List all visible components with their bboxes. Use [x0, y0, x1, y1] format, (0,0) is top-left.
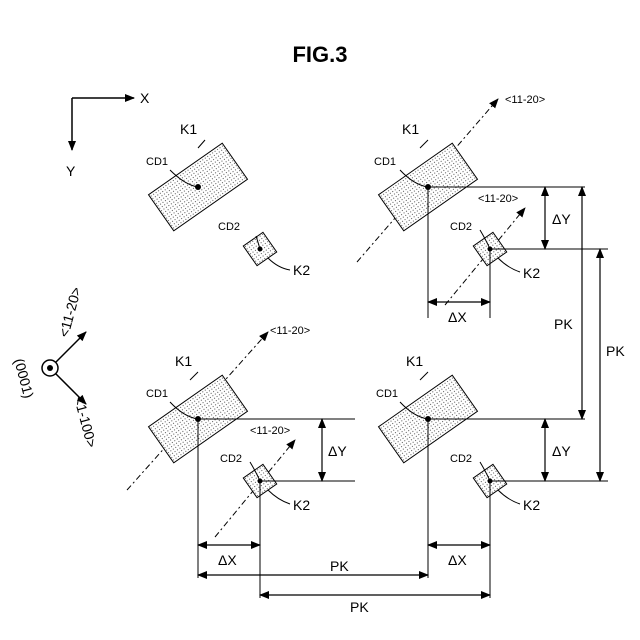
k1-leader [198, 140, 205, 148]
normal-direction-dot [47, 365, 53, 371]
k2-label: K2 [293, 497, 310, 513]
panel-bottom-left: K1 CD1 CD2 K2 <11-20> <11-20> ΔY ΔX [127, 325, 355, 598]
k1-leader [420, 140, 428, 148]
pk-vertical-2-label: PK [606, 343, 625, 359]
orientation-dir2-label: <1-100> [71, 395, 100, 450]
pk-horizontal-1-label: PK [330, 558, 349, 574]
panel-bottom-right: K1 CD1 CD2 K2 ΔY ΔX [376, 353, 608, 598]
dx-label: ΔX [448, 309, 467, 325]
pk-vertical-1-label: PK [554, 316, 573, 332]
direction-label-2: <11-20> [250, 425, 290, 437]
k2-leader [268, 258, 290, 270]
cd2-label: CD2 [220, 453, 242, 465]
k1-label: K1 [180, 121, 197, 137]
cd2-label: CD2 [450, 453, 472, 465]
direction-label-2: <11-20> [478, 193, 518, 205]
k2-label: K2 [523, 497, 540, 513]
k1-leader [420, 372, 428, 380]
y-axis-label: Y [66, 163, 76, 179]
x-axis-label: X [140, 90, 150, 106]
xy-axes [72, 98, 134, 150]
k2-leader [268, 490, 290, 504]
orientation-symbol: <11-20> <1-100> (0001) [11, 285, 100, 449]
dx-label: ΔX [448, 552, 467, 568]
dy-label: ΔY [552, 211, 571, 227]
panel-top-right: K1 CD1 CD2 K2 <11-20> <11-20> ΔY ΔX [357, 94, 608, 325]
dy-label: ΔY [328, 443, 347, 459]
k2-label: K2 [523, 265, 540, 281]
pk-horizontal-2-label: PK [350, 599, 369, 615]
k1-label: K1 [406, 353, 423, 369]
direction-label-1: <11-20> [270, 325, 310, 337]
figure-title: FIG.3 [292, 42, 347, 67]
cd1-label: CD1 [376, 388, 398, 400]
cd2-label: CD2 [218, 221, 240, 233]
orientation-dir1-label: <11-20> [55, 285, 84, 339]
dx-label: ΔX [218, 552, 237, 568]
dy-label: ΔY [552, 443, 571, 459]
k1-label: K1 [402, 121, 419, 137]
cd1-label: CD1 [146, 388, 168, 400]
panel-top-left: K1 CD1 CD2 K2 [146, 121, 310, 278]
k1-label: K1 [175, 353, 192, 369]
k2-leader [498, 490, 520, 504]
k2-label: K2 [293, 262, 310, 278]
k1-leader [190, 372, 198, 380]
k2-leader [498, 258, 520, 272]
cd1-label: CD1 [146, 156, 168, 168]
cd2-label: CD2 [450, 221, 472, 233]
orientation-normal-label: (0001) [11, 357, 37, 400]
cd1-label: CD1 [374, 156, 396, 168]
direction-label-1: <11-20> [505, 94, 545, 106]
